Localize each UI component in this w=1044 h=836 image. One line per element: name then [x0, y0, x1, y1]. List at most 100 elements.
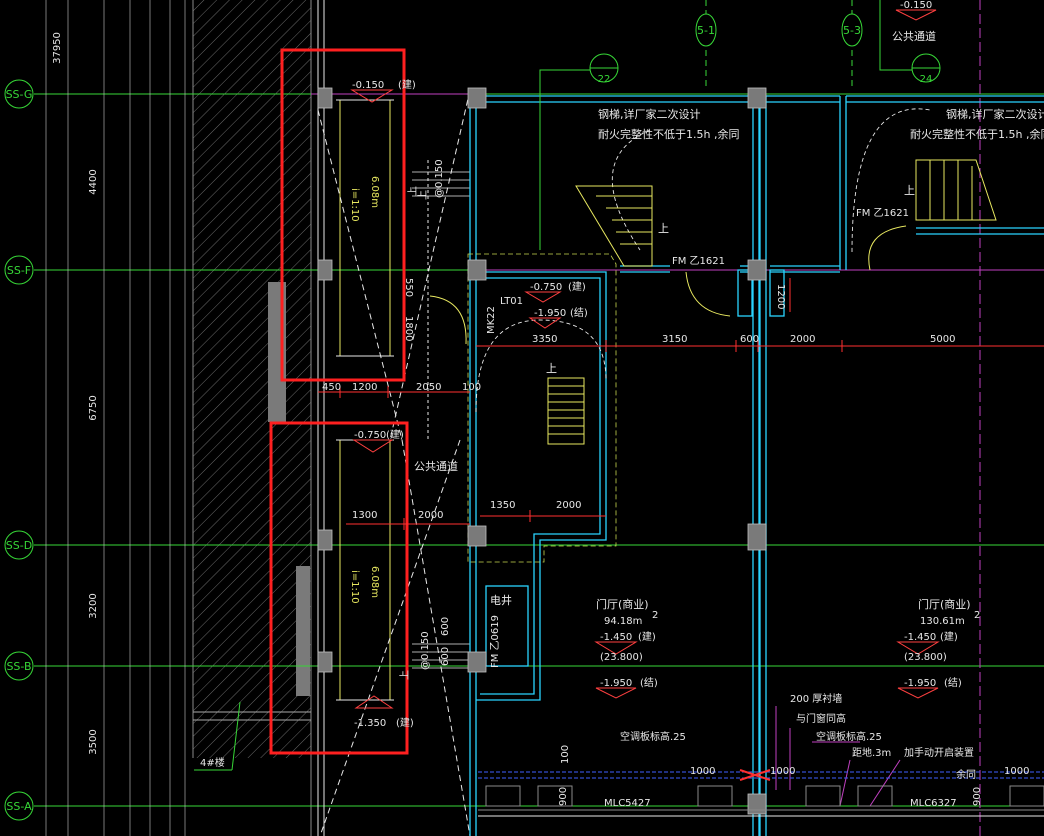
- labels: -0.150 (建) -0.750 (建) -1.350 (建) i=1:10 …: [200, 0, 1044, 809]
- hall1-tag-1: (建): [638, 630, 656, 643]
- door-swings: [429, 225, 907, 345]
- axis-label: SS-B: [6, 660, 31, 673]
- hall2-sup: 2: [974, 610, 980, 621]
- dim-text: 6750: [88, 395, 99, 420]
- same-note: 余同: [956, 768, 976, 781]
- axis-label: SS-D: [6, 539, 32, 552]
- door-fm-3: FM 乙0619: [489, 615, 501, 668]
- hall2-level-3: -1.950: [904, 678, 936, 689]
- dim-text: 4400: [88, 169, 99, 194]
- hall1-level-1: -1.450: [600, 632, 632, 643]
- dim-1200-v: 1200: [775, 284, 786, 309]
- axis-label: SS-F: [7, 264, 31, 277]
- bubble-texts: 22 24: [598, 74, 933, 85]
- ramp-mid-tag: (建): [386, 428, 404, 441]
- dim-100-v: 100: [560, 745, 571, 764]
- wall-note: 200 厚衬墙: [790, 692, 842, 705]
- dim-2000b: 2000: [790, 334, 815, 345]
- axis-bubble-5-3: 5-3: [841, 13, 863, 47]
- dim-2050: 2050: [416, 382, 441, 393]
- dim-600-v2: 600: [440, 647, 451, 666]
- dim-1000a: 1000: [690, 766, 715, 777]
- dim-5000: 5000: [930, 334, 955, 345]
- dim-600: 600: [740, 334, 759, 345]
- window-mlc-2: MLC6327: [910, 798, 957, 809]
- dim-2000: 2000: [418, 510, 443, 521]
- ground-note: 距地.3m: [852, 746, 891, 759]
- manual-note: 加手动开启装置: [904, 746, 974, 759]
- leader-lines: [194, 0, 941, 771]
- columns: [317, 87, 767, 815]
- hall1-name: 门厅(商业): [596, 597, 649, 611]
- dim-100: 100: [462, 382, 481, 393]
- dim-550: 550: [403, 278, 414, 297]
- stair-treads: [547, 159, 997, 445]
- ramp-top-level: -0.150: [352, 80, 384, 91]
- axis-bubble-ss-g: SS-G: [4, 79, 34, 109]
- window-mlc-1: MLC5427: [604, 798, 651, 809]
- ramp-top-slope: i=1:10: [349, 188, 360, 222]
- axis-label: 5-1: [697, 24, 715, 37]
- elevator-lt: LT01: [500, 296, 523, 307]
- door-mk: MK22: [486, 306, 497, 334]
- level-markers: [350, 9, 940, 709]
- elevator-level-1: -0.750: [530, 282, 562, 293]
- ramp-bot-level: -1.350: [354, 718, 386, 729]
- axis-bubble-5-1: 5-1: [695, 13, 717, 47]
- dim-1200: 1200: [352, 382, 377, 393]
- walls: [469, 94, 1044, 836]
- dim-900a: 900: [558, 787, 569, 806]
- dim-1800: 1800: [403, 316, 414, 341]
- dim-1000c: 1000: [1004, 766, 1029, 777]
- ramp-mid-level: -0.750: [354, 430, 386, 441]
- up-top: 上: [417, 190, 429, 200]
- stair-note-1a: 钢梯,详厂家二次设计: [598, 107, 701, 121]
- axis-label: 5-3: [843, 24, 861, 37]
- note-leaders: [775, 706, 901, 807]
- dim-top-side: @0.150: [434, 159, 445, 198]
- side-steps: [412, 171, 470, 669]
- dim-text: 37950: [52, 32, 63, 64]
- ramp-top-length: 6.08m: [369, 176, 380, 208]
- dim-600-v: 600: [440, 617, 451, 636]
- top-level-right: -0.150: [900, 0, 932, 11]
- axis-bubble-ss-f: SS-F: [4, 255, 34, 285]
- public-passage-a: 公共通道: [414, 459, 458, 473]
- hall1-sup: 2: [652, 610, 658, 621]
- dim-900b: 900: [972, 787, 983, 806]
- elevator-tag-1: (建): [568, 280, 586, 293]
- dimension-chain: [318, 278, 1044, 530]
- hall2-level-1: -1.450: [904, 632, 936, 643]
- ramp-bot-tag: (建): [396, 716, 414, 729]
- highlight-frames: [269, 48, 409, 755]
- stair-up-3: 上: [546, 362, 557, 375]
- dim-1300: 1300: [352, 510, 377, 521]
- window-note: 与门窗同高: [796, 712, 846, 725]
- hall2-level-2: (23.800): [904, 652, 947, 663]
- axis-bubble-ss-a: SS-A: [4, 791, 34, 821]
- dim-2000c: 2000: [556, 500, 581, 511]
- dim-3350: 3350: [532, 334, 557, 345]
- hall1-area: 94.18m: [604, 616, 642, 627]
- stair-note-1b: 耐火完整性不低于1.5h ,余同: [598, 127, 739, 141]
- detail-bubble-22: 22: [598, 74, 611, 85]
- axis-label: SS-A: [6, 800, 32, 813]
- up-bot: 上: [399, 670, 411, 680]
- stair-up-1: 上: [658, 222, 669, 235]
- axis-bubble-ss-d: SS-D: [4, 530, 34, 560]
- hall2-name: 门厅(商业): [918, 597, 971, 611]
- core-outline: [467, 253, 617, 563]
- ramp-bot-length: 6.08m: [369, 566, 380, 598]
- dim-bot-side: @0.150: [420, 631, 431, 670]
- elevator-level-2: -1.950: [534, 308, 566, 319]
- dim-text: 3200: [88, 593, 99, 618]
- shaft-label: 电井: [490, 593, 512, 607]
- stair-up-2: 上: [904, 184, 915, 197]
- left-dim-lines: [45, 0, 186, 836]
- building-tag: 4#楼: [200, 756, 225, 769]
- dim-text: 3500: [88, 729, 99, 754]
- hall2-tag-3: (结): [944, 676, 962, 689]
- ac-board-2: 空调板标高.25: [816, 730, 882, 743]
- dim-1350: 1350: [490, 500, 515, 511]
